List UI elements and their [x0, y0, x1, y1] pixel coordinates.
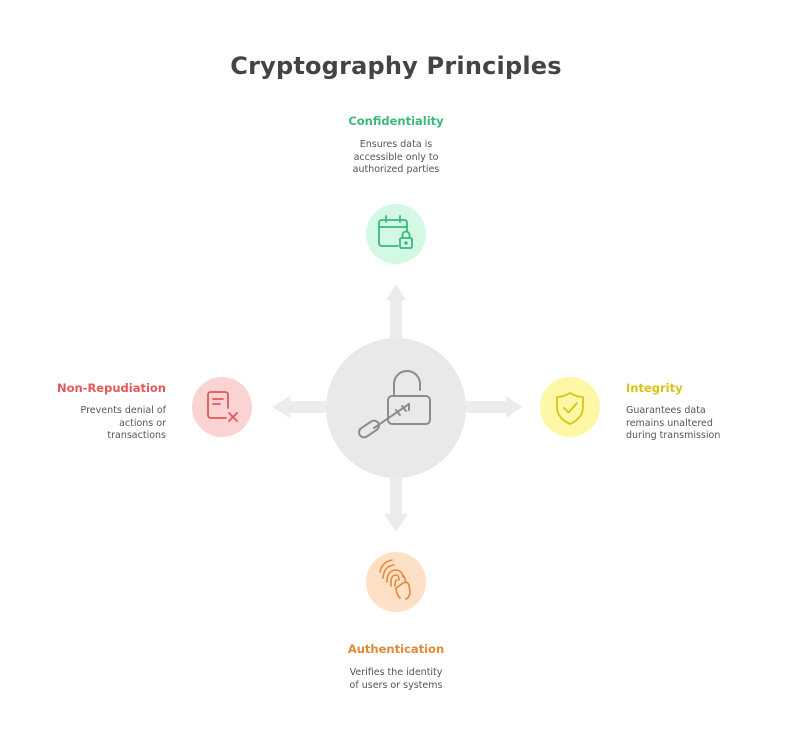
- calendar-lock-icon: [378, 215, 413, 249]
- integrity-icon-circle: [540, 377, 600, 437]
- arrow-right: [466, 396, 522, 418]
- authentication-heading: Authentication: [347, 642, 445, 656]
- integrity-description: Guarantees data remains unaltered during…: [626, 405, 776, 443]
- non-repudiation-desc-line: Prevents denial of: [80, 405, 166, 416]
- arrow-up: [386, 284, 406, 338]
- integrity-desc-line: Guarantees data: [626, 405, 706, 416]
- arrow-left: [272, 396, 326, 418]
- document-x-icon: [207, 391, 238, 422]
- non-repudiation-description: Prevents denial of actions or transactio…: [16, 405, 166, 443]
- non-repudiation-icon-circle: [192, 377, 252, 437]
- arrow-down: [384, 478, 408, 532]
- confidentiality-desc-line: Ensures data is: [359, 139, 433, 150]
- fingerprint-hand-icon: [379, 559, 411, 600]
- confidentiality-desc-line: accessible only to: [353, 151, 439, 163]
- integrity-desc-line: remains unaltered: [626, 417, 713, 429]
- non-repudiation-desc-line: transactions: [107, 430, 166, 441]
- confidentiality-desc-line: authorized parties: [352, 164, 440, 175]
- confidentiality-description: Ensures data is accessible only to autho…: [296, 139, 496, 177]
- non-repudiation-desc-line: actions or: [119, 417, 166, 429]
- integrity-desc-line: during transmission: [626, 430, 721, 441]
- arrows: [272, 284, 522, 532]
- diagram-title: Cryptography Principles: [230, 52, 562, 80]
- authentication-desc-line: Verifies the identity: [349, 667, 443, 678]
- authentication-desc-line: of users or systems: [349, 679, 443, 691]
- shield-check-icon: [556, 392, 584, 425]
- confidentiality-heading: Confidentiality: [348, 114, 444, 128]
- lock-and-key-icon: [358, 370, 431, 439]
- integrity-heading: Integrity: [626, 381, 683, 395]
- non-repudiation-heading: Non-Repudiation: [56, 381, 166, 395]
- authentication-description: Verifies the identity of users or system…: [296, 667, 496, 692]
- center-circle: [326, 338, 466, 478]
- confidentiality-icon-circle: [366, 204, 426, 264]
